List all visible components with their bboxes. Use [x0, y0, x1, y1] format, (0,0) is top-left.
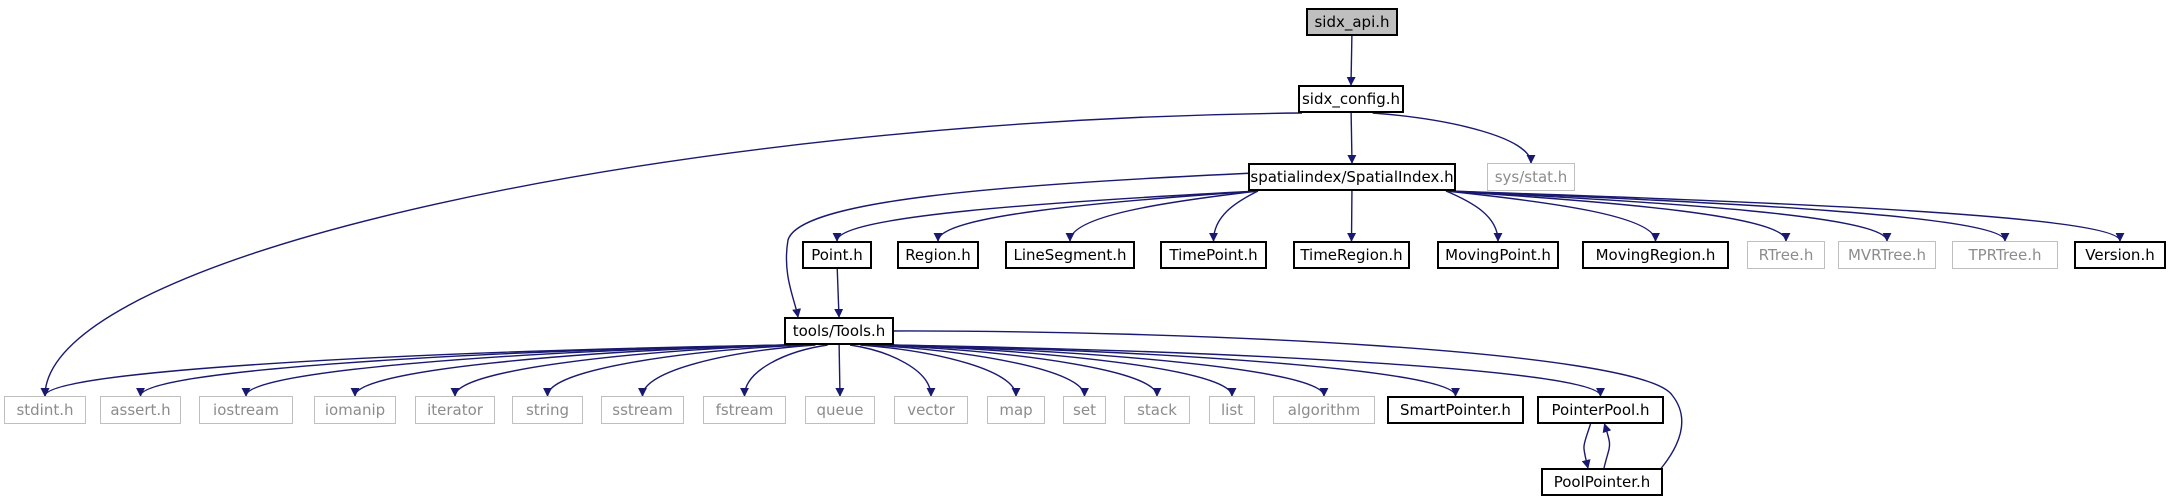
node-set[interactable]: set — [1063, 396, 1106, 424]
edge-tools-to-iterator — [450, 344, 793, 397]
node-stdint[interactable]: stdint.h — [4, 396, 86, 424]
edge-tools-to-assert — [136, 344, 789, 397]
node-sys-stat[interactable]: sys/stat.h — [1487, 163, 1575, 191]
node-version[interactable]: Version.h — [2074, 241, 2166, 269]
edge-tools-to-poolpointer — [887, 330, 1683, 483]
node-sstream[interactable]: sstream — [601, 396, 684, 424]
edge-spatialindex-to-region — [933, 190, 1259, 242]
node-linesegment[interactable]: LineSegment.h — [1005, 241, 1135, 269]
node-smartpointer[interactable]: SmartPointer.h — [1387, 396, 1524, 424]
node-stack[interactable]: stack — [1124, 396, 1190, 424]
edge-spatialindex-to-tprtree — [1445, 190, 2010, 242]
edge-tools-to-list — [886, 344, 1237, 397]
node-region[interactable]: Region.h — [897, 241, 979, 269]
node-spatialindex[interactable]: spatialindex/SpatialIndex.h — [1248, 163, 1456, 191]
node-sidx-config[interactable]: sidx_config.h — [1298, 85, 1404, 113]
edge-spatialindex-to-movingregion — [1445, 190, 1660, 242]
edge-tools-to-iostream — [241, 344, 789, 397]
edge-tools-to-string — [543, 344, 805, 397]
edge-tools-to-iomanip — [350, 344, 789, 397]
edge-spatialindex-to-movingpoint — [1445, 190, 1503, 242]
edge-tools-to-smartpointer — [889, 344, 1460, 397]
node-string[interactable]: string — [512, 396, 583, 424]
edge-tools-to-set — [868, 344, 1089, 397]
node-rtree[interactable]: RTree.h — [1747, 241, 1825, 269]
edge-spatialindex-to-linesegment — [1065, 190, 1259, 242]
edge-sidx-config-to-sys-stat — [1372, 112, 1536, 164]
node-map[interactable]: map — [987, 396, 1045, 424]
edge-spatialindex-to-mvrtree — [1445, 190, 1892, 242]
edge-spatialindex-to-rtree — [1445, 190, 1791, 242]
node-queue[interactable]: queue — [805, 396, 875, 424]
edge-tools-to-map — [860, 344, 1021, 397]
node-vector[interactable]: vector — [894, 396, 968, 424]
node-mvrtree[interactable]: MVRTree.h — [1838, 241, 1936, 269]
node-iterator[interactable]: iterator — [415, 396, 495, 424]
edge-spatialindex-to-point — [832, 190, 1259, 242]
edge-spatialindex-to-tools — [785, 172, 1255, 318]
edge-tools-to-algorithm — [889, 344, 1329, 397]
node-tprtree[interactable]: TPRTree.h — [1952, 241, 2058, 269]
node-movingregion[interactable]: MovingRegion.h — [1582, 241, 1729, 269]
edge-tools-to-fstream — [740, 344, 828, 397]
edge-layer — [40, 35, 2125, 483]
edge-sidx-api-to-sidx-config — [1346, 35, 1356, 86]
node-assert[interactable]: assert.h — [100, 396, 181, 424]
node-timepoint[interactable]: TimePoint.h — [1160, 241, 1267, 269]
edge-point-to-tools — [834, 268, 844, 318]
node-movingpoint[interactable]: MovingPoint.h — [1437, 241, 1559, 269]
node-point[interactable]: Point.h — [802, 241, 872, 269]
edge-tools-to-stack — [877, 344, 1162, 397]
edge-tools-to-queue — [835, 344, 845, 397]
node-iostream[interactable]: iostream — [199, 396, 293, 424]
node-pointerpool[interactable]: PointerPool.h — [1537, 396, 1664, 424]
edge-sidx-config-to-stdint — [40, 112, 1303, 397]
node-tools[interactable]: tools/Tools.h — [784, 317, 894, 345]
edge-pointerpool-to-poolpointer — [1581, 423, 1592, 469]
edge-poolpointer-to-pointerpool — [1602, 423, 1612, 469]
node-poolpointer[interactable]: PoolPointer.h — [1541, 468, 1663, 496]
edge-tools-to-vector — [849, 344, 936, 397]
edge-tools-to-sstream — [638, 344, 816, 397]
edge-sidx-config-to-spatialindex — [1347, 112, 1357, 164]
node-iomanip[interactable]: iomanip — [314, 396, 396, 424]
edge-tools-to-pointerpool — [889, 344, 1605, 397]
node-sidx-api[interactable]: sidx_api.h — [1306, 8, 1398, 36]
node-algorithm[interactable]: algorithm — [1273, 396, 1375, 424]
node-timeregion[interactable]: TimeRegion.h — [1293, 241, 1410, 269]
edge-spatialindex-to-version — [1445, 190, 2125, 242]
node-fstream[interactable]: fstream — [703, 396, 786, 424]
node-list[interactable]: list — [1209, 396, 1255, 424]
edge-spatialindex-to-timepoint — [1209, 190, 1259, 242]
